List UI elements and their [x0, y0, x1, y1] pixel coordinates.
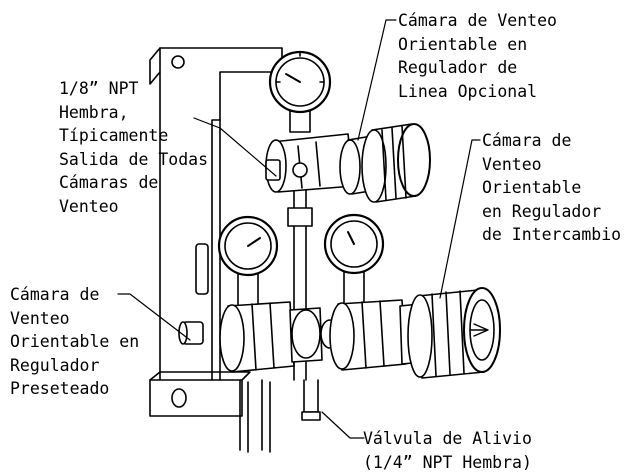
leader-lines	[117, 19, 481, 439]
middle-right-gauge	[323, 213, 385, 307]
leader-vent-optional	[357, 19, 397, 141]
leader-vent-exchange	[439, 139, 481, 299]
lower-left-regulator	[219, 301, 340, 373]
middle-left-gauge	[217, 215, 279, 307]
lower-right-regulator	[329, 287, 501, 379]
callout-vent-preset: Cámara de Venteo Orientable en Regulador…	[10, 285, 140, 398]
mounting-bracket	[149, 47, 283, 417]
upper-regulator	[265, 133, 355, 193]
leader-vent-preset	[117, 293, 191, 341]
top-gauge	[268, 50, 332, 133]
leader-relief-valve	[321, 411, 365, 439]
callout-vent-optional: Cámara de Venteo Orientable en Regulador…	[398, 11, 557, 101]
left-side-fitting	[178, 243, 209, 345]
callout-vent-exchange: Cámara de Venteo Orientable en Regulador…	[482, 131, 622, 244]
leader-npt-outlet	[193, 117, 277, 177]
upper-knob	[339, 123, 431, 203]
callout-npt-outlet: 1/8” NPT Hembra, Típicamente Salida de T…	[59, 79, 209, 216]
callout-relief-valve: Válvula de Alivio (1/4” NPT Hembra)	[363, 429, 532, 472]
